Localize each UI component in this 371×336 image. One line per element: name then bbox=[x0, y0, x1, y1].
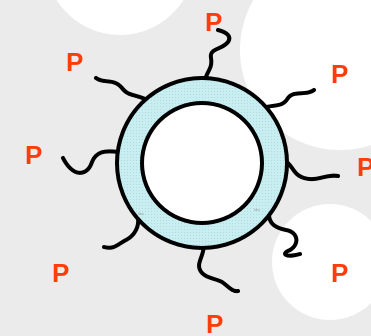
p-label-top-left: P bbox=[66, 47, 83, 77]
p-label-bottom: P bbox=[206, 309, 223, 336]
p-label-top: P bbox=[205, 7, 222, 37]
micelle-core bbox=[142, 103, 262, 223]
p-label-right: P bbox=[357, 152, 371, 182]
p-label-left: P bbox=[25, 140, 42, 170]
p-label-bottom-left: P bbox=[52, 258, 69, 288]
tiny-label-right: Ma bbox=[254, 207, 260, 212]
p-label-top-right: P bbox=[331, 59, 348, 89]
p-label-bottom-right: P bbox=[331, 258, 348, 288]
tiny-label-left: Ma bbox=[138, 211, 144, 216]
